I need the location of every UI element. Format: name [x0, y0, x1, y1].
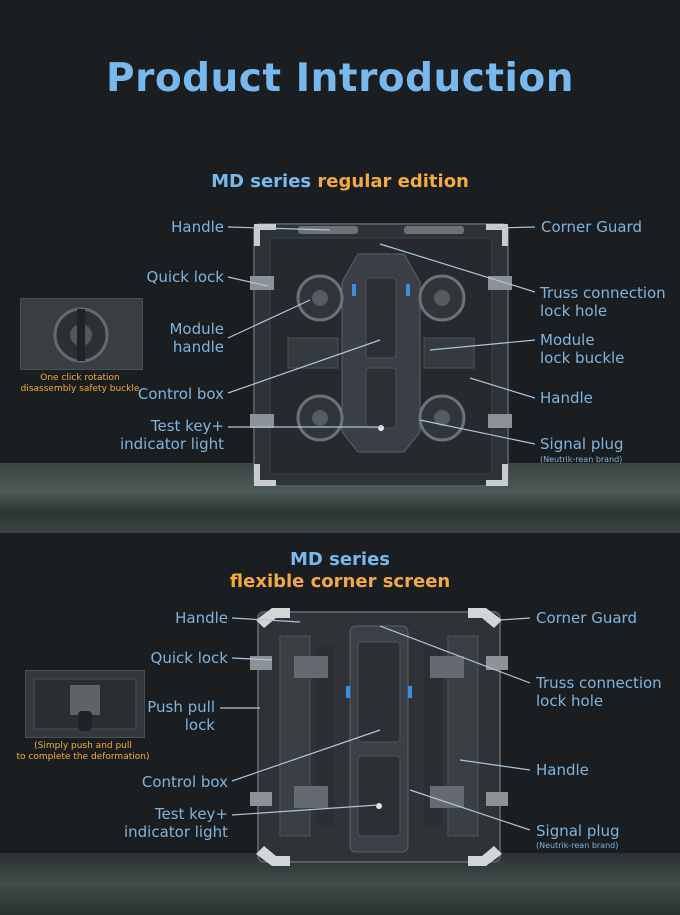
section2-callout-lines	[220, 617, 531, 831]
s1-label-module-handle: Module handle	[169, 320, 224, 356]
s1-label-module-handle-line2: handle	[172, 338, 224, 356]
s2-label-test-key-line1: Test key+	[154, 805, 228, 823]
section1-callout-lines	[227, 226, 536, 445]
s1-label-module-handle-line1: Module	[169, 320, 224, 338]
s2-label-test-key-line2: indicator light	[123, 823, 228, 841]
section2-inset-note-line1: (Simply push and pull	[34, 741, 132, 751]
regular-edition-lock-inset	[20, 298, 143, 370]
s1-label-quick-lock: Quick lock	[146, 268, 224, 286]
s2-label-truss-line1: Truss connection	[536, 674, 662, 692]
s2-label-push-pull-lock: Push pull lock	[147, 698, 215, 734]
s1-label-truss-line2: lock hole	[540, 302, 608, 320]
s2-label-push-pull-line2: lock	[184, 716, 215, 734]
s1-label-handle: Handle	[171, 218, 224, 236]
s1-label-test-key-line2: indicator light	[119, 435, 224, 453]
s2-label-truss: Truss connection lock hole	[536, 674, 662, 710]
s1-label-module-lock-line1: Module	[540, 331, 595, 349]
background-band-bottom	[0, 853, 680, 915]
section1-subtitle-series: MD series	[211, 171, 312, 192]
s1-label-module-lock-line2: lock buckle	[540, 349, 625, 367]
push-pull-lock-image	[26, 671, 144, 737]
s2-label-push-pull-line1: Push pull	[147, 698, 215, 716]
s1-label-handle-right: Handle	[540, 389, 593, 407]
s1-label-module-lock: Module lock buckle	[540, 331, 624, 367]
section1-inset-note-line2: disassembly safety buckle	[20, 384, 140, 394]
s1-label-signal-plug-note: (Neutrik-rean brand)	[540, 455, 623, 464]
section1-inset-note: One click rotation disassembly safety bu…	[0, 373, 160, 395]
s2-label-test-key: Test key+ indicator light	[124, 805, 228, 841]
section2-inset-note-line2: to complete the deformation)	[16, 752, 150, 762]
section1-subtitle: MD series regular edition	[0, 171, 680, 193]
s1-label-truss-line1: Truss connection	[540, 284, 666, 302]
section2-subtitle-edition: flexible corner screen	[229, 571, 451, 592]
page-title: Product Introduction	[106, 56, 574, 101]
s2-label-handle: Handle	[175, 609, 228, 627]
section1-inset-note-line1: One click rotation	[40, 373, 120, 383]
s1-label-control-box: Control box	[137, 385, 224, 403]
section2-subtitle: MD series flexible corner screen	[0, 549, 680, 593]
section1-subtitle-edition: regular edition	[317, 171, 469, 192]
s1-label-corner-guard: Corner Guard	[541, 218, 642, 236]
safety-buckle-image	[21, 299, 142, 369]
s1-label-test-key: Test key+ indicator light	[120, 417, 224, 453]
s2-label-handle-right: Handle	[536, 761, 589, 779]
flexible-corner-lock-inset	[25, 670, 145, 738]
s2-label-quick-lock: Quick lock	[150, 649, 228, 667]
s2-label-signal-plug-note: (Neutrik-rean brand)	[536, 841, 619, 850]
flexible-corner-panel-image	[250, 608, 508, 866]
s2-label-signal-plug: Signal plug	[536, 822, 620, 840]
s2-label-truss-line2: lock hole	[536, 692, 604, 710]
s1-label-test-key-line1: Test key+	[150, 417, 224, 435]
section2-inset-note: (Simply push and pull to complete the de…	[3, 741, 163, 763]
s1-label-truss: Truss connection lock hole	[540, 284, 666, 320]
section2-subtitle-series: MD series	[289, 549, 390, 570]
regular-edition-panel-image	[250, 223, 512, 487]
s1-label-signal-plug: Signal plug	[540, 435, 624, 453]
s2-label-control-box: Control box	[141, 773, 228, 791]
s2-label-corner-guard: Corner Guard	[536, 609, 637, 627]
